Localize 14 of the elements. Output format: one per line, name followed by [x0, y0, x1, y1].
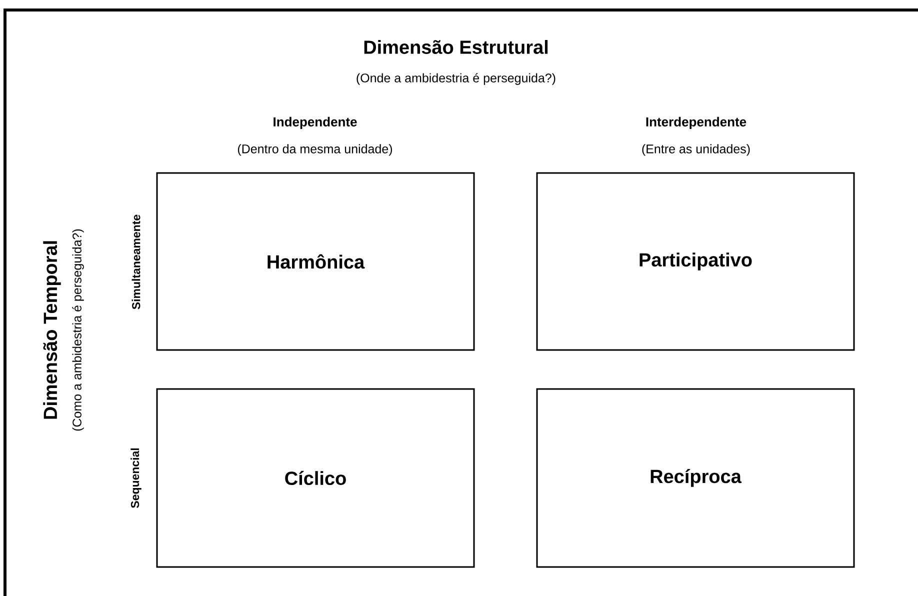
subtitle: (Onde a ambidestria é perseguida?): [356, 73, 556, 85]
title: Dimensão Estrutural: [364, 40, 548, 54]
quadrant-box: Harmônica: [156, 172, 475, 351]
axis-title: Dimensão Temporal: [43, 241, 61, 419]
column-heading: Interdependente: [646, 116, 746, 130]
column-heading: Independente: [274, 116, 357, 130]
row-heading: Simultaneamente: [132, 214, 140, 310]
quadrant-box: Recíproca: [536, 388, 855, 568]
quadrant-box: Cíclico: [156, 388, 475, 568]
row-heading: Sequencial: [130, 448, 142, 508]
column-subheading: (Dentro da mesma unidade): [238, 144, 392, 156]
quadrant-box: Participativo: [536, 172, 855, 351]
column-subheading: (Entre as unidades): [642, 144, 750, 156]
axis-subtitle: (Como a ambidestria é perseguida?): [72, 229, 84, 431]
